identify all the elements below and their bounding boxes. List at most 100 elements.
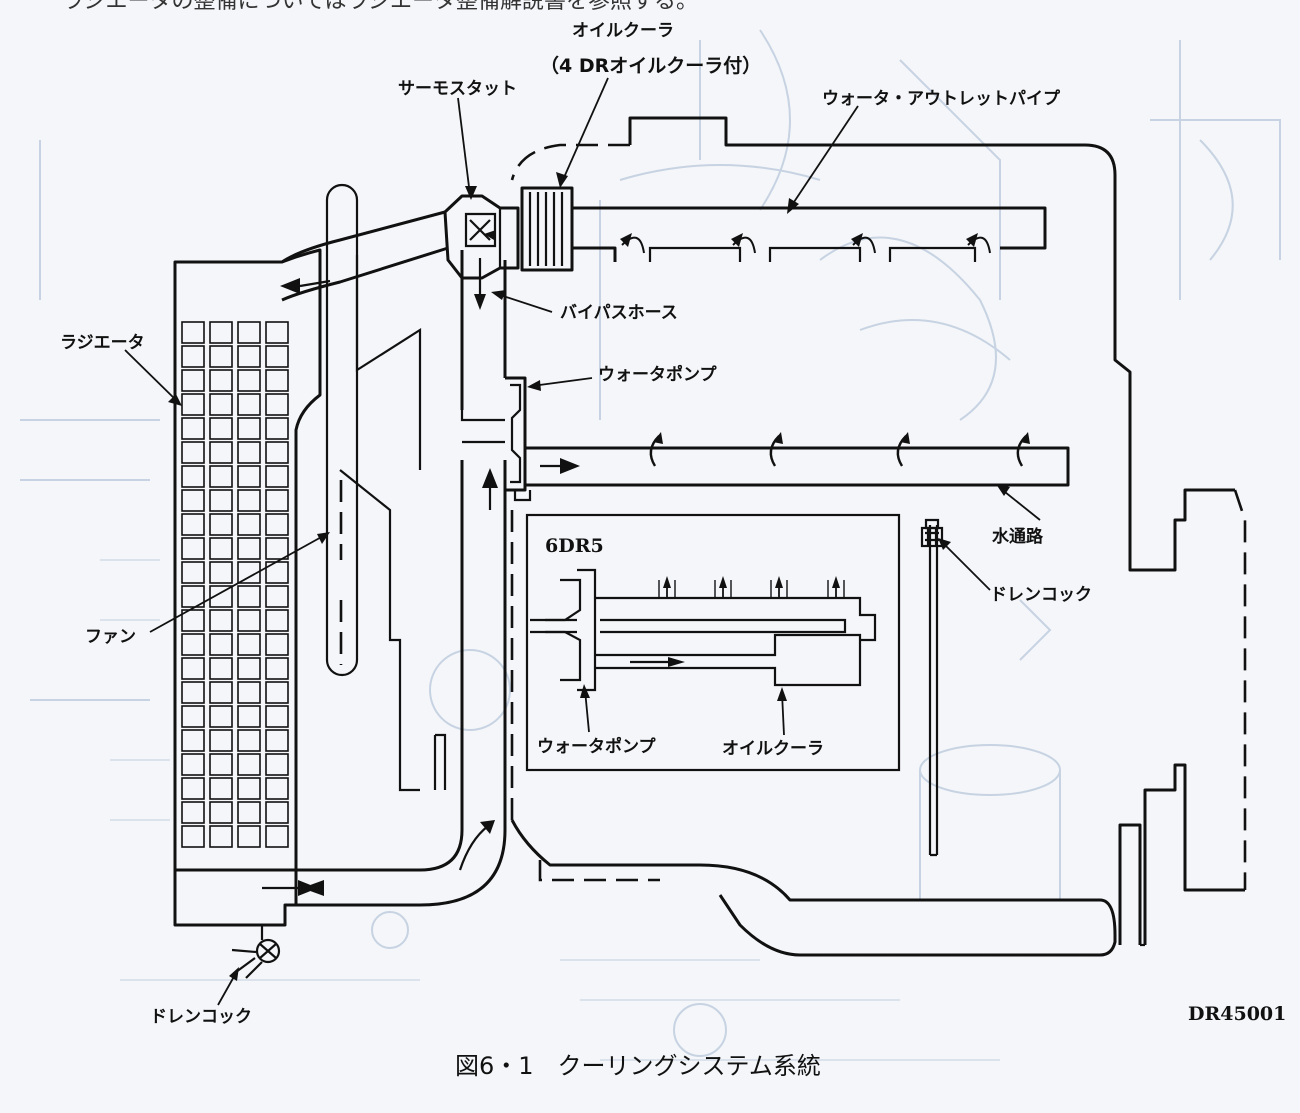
outlet-flow-arrowhead [966, 233, 978, 247]
radiator-cell [209, 801, 233, 824]
radiator-cell [209, 705, 233, 728]
outlet-flow-arrowhead [620, 233, 632, 247]
radiator-cell [265, 633, 289, 656]
radiator-cell [181, 633, 205, 656]
radiator-cell [237, 417, 261, 440]
water-pump [505, 376, 532, 502]
passage-flow-arrows [649, 432, 1030, 467]
label-bypass-hose: バイパスホース [560, 303, 678, 323]
label-water-pump: ウォータポンプ [598, 364, 717, 385]
label-drain-cock-right: ドレンコック [990, 585, 1092, 605]
leader-lines [124, 77, 1041, 1006]
radiator-cell [237, 369, 261, 392]
radiator-cell [209, 825, 233, 848]
drain-cock-bottom [231, 925, 281, 979]
radiator-cell [237, 513, 261, 536]
radiator-cell [181, 513, 205, 536]
radiator-cell [209, 609, 233, 632]
radiator-cell [265, 441, 289, 464]
radiator-cell [237, 321, 261, 344]
radiator-cell [237, 705, 261, 728]
radiator-cell [265, 345, 289, 368]
label-water-passage: 水通路 [992, 526, 1044, 547]
inset-up-arrowhead [832, 576, 840, 588]
radiator-cell [209, 321, 233, 344]
radiator-cell [181, 585, 205, 608]
radiator-cell [181, 417, 205, 440]
radiator-cell [265, 585, 289, 608]
fan [325, 183, 422, 792]
radiator-cell [209, 729, 233, 752]
radiator-cell [265, 753, 289, 776]
passage-flow-arrowhead [1020, 432, 1030, 444]
radiator-cell [237, 393, 261, 416]
radiator-cell [209, 633, 233, 656]
radiator-cell [181, 489, 205, 512]
radiator-cell [265, 537, 289, 560]
inset-up-arrowhead [719, 576, 727, 588]
inset-port [658, 580, 676, 598]
radiator-cell [181, 537, 205, 560]
radiator-cell [237, 489, 261, 512]
radiator-cell [181, 681, 205, 704]
radiator-cell [181, 777, 205, 800]
oil-cooler [520, 186, 574, 272]
radiator-cell [181, 609, 205, 632]
radiator-cell [237, 777, 261, 800]
water-passage [525, 432, 1070, 487]
radiator-cell [237, 585, 261, 608]
label-water-outlet-pipe: ウォータ・アウトレットパイプ [822, 88, 1061, 109]
passage-flow-arrowhead [900, 432, 910, 444]
radiator-cell [237, 465, 261, 488]
radiator-cell [265, 465, 289, 488]
radiator-cell [209, 489, 233, 512]
radiator-cell [237, 441, 261, 464]
radiator-cell [181, 657, 205, 680]
radiator-cell [209, 465, 233, 488]
radiator-cell [237, 609, 261, 632]
radiator-cell [265, 321, 289, 344]
outlet-flow-arrowhead [731, 233, 743, 247]
radiator-cell [209, 417, 233, 440]
label-inset-water-pump: ウォータポンプ [537, 736, 656, 757]
radiator-cell [265, 681, 289, 704]
label-drain-cock-bottom: ドレンコック [150, 1007, 252, 1027]
engine-block [510, 116, 1247, 957]
inset-title: 6DR5 [545, 535, 604, 557]
radiator-cell [209, 369, 233, 392]
radiator-cell [181, 705, 205, 728]
radiator-cell [265, 801, 289, 824]
radiator-cell [209, 345, 233, 368]
radiator [173, 248, 322, 927]
inset-port [714, 580, 732, 598]
radiator-cell [209, 657, 233, 680]
background-bleedthrough [20, 29, 1281, 1061]
radiator-cell [209, 441, 233, 464]
drain-cock-right [920, 518, 944, 857]
lower-hose [262, 460, 507, 907]
outlet-flow-arrowhead [851, 233, 863, 247]
radiator-cell [181, 321, 205, 344]
label-inset-oil-cooler: オイルクーラ [722, 739, 824, 759]
radiator-cell [181, 753, 205, 776]
radiator-cell [265, 369, 289, 392]
outlet-flow-arrows [620, 233, 991, 254]
inset-port [827, 580, 845, 598]
radiator-cell [209, 681, 233, 704]
radiator-cell [181, 825, 205, 848]
header-fragment: ラジエータの整備についてはラジエータ整備解説書を参照する。 [62, 0, 698, 14]
radiator-cell [181, 369, 205, 392]
label-fan: ファン [85, 627, 136, 647]
radiator-cell [265, 609, 289, 632]
radiator-cell [181, 345, 205, 368]
radiator-cell [265, 393, 289, 416]
radiator-cell [265, 417, 289, 440]
radiator-cell [209, 393, 233, 416]
radiator-cell [209, 537, 233, 560]
label-oil-cooler: オイルクーラ [572, 21, 674, 41]
radiator-cell [265, 705, 289, 728]
water-outlet-pipe [572, 206, 1047, 262]
radiator-cell [209, 561, 233, 584]
radiator-cell [265, 489, 289, 512]
radiator-cell [265, 729, 289, 752]
